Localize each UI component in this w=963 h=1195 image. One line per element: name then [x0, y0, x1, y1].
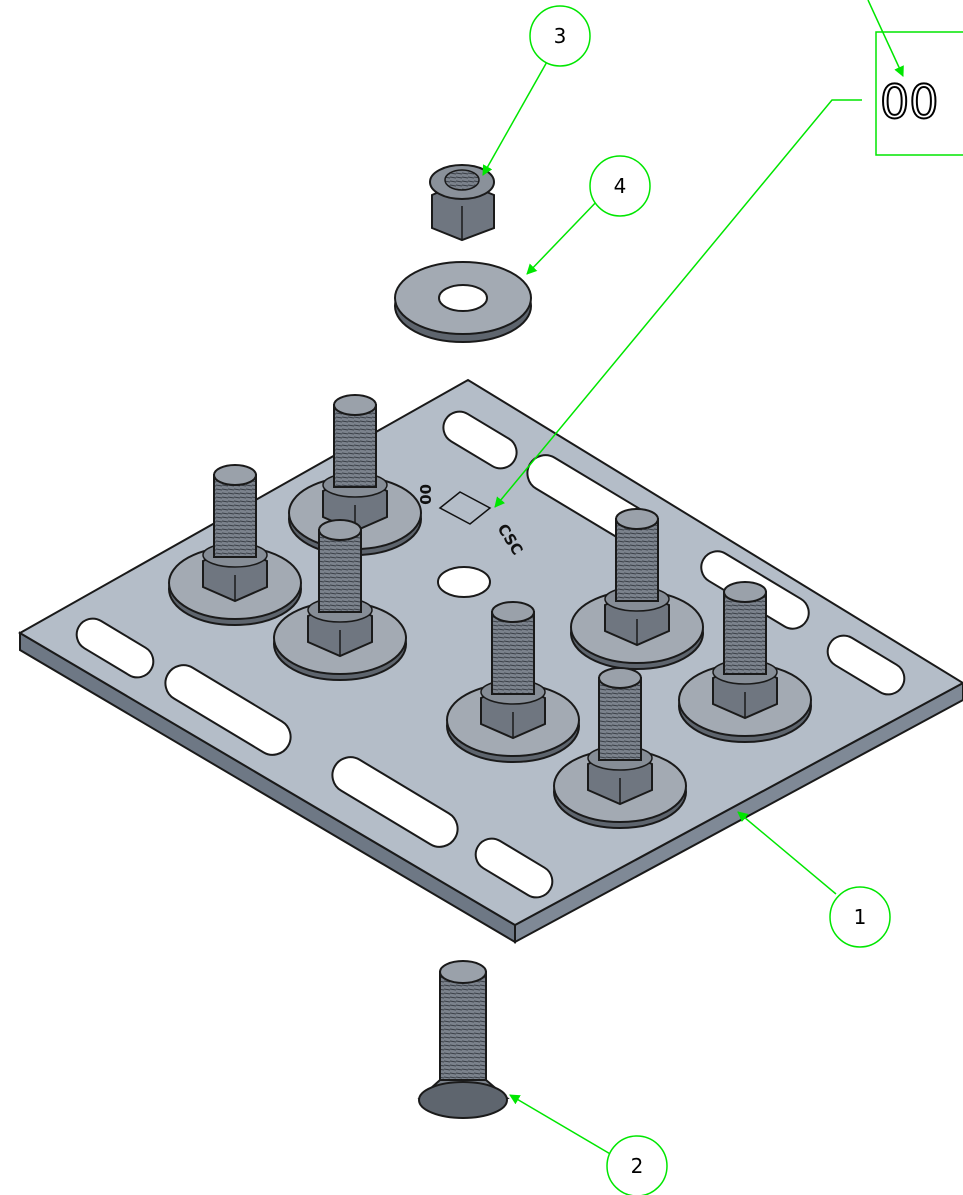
leader-3: [482, 59, 549, 176]
revision-text: 00: [880, 75, 939, 129]
balloon-3-label: 3: [554, 24, 567, 48]
balloon-1-label: 1: [854, 905, 867, 929]
stud-assembly: [678, 581, 812, 743]
balloon-4-label: 4: [614, 174, 627, 198]
stud-assembly: [273, 519, 407, 681]
leader-4: [526, 197, 601, 275]
stud-assembly: [168, 464, 302, 626]
balloon-3: 3: [529, 5, 591, 67]
stud-assemblies: [168, 394, 812, 829]
leader-revision: [867, 0, 904, 77]
marking-left: 00: [416, 484, 434, 505]
leader-marking: [494, 99, 862, 508]
flat-washer: [394, 261, 532, 343]
countersunk-bolt: [417, 960, 510, 1119]
balloon-4: 4: [589, 155, 651, 217]
balloon-2-label: 2: [631, 1154, 644, 1178]
lock-nut: [429, 164, 495, 242]
stud-assembly: [553, 667, 687, 829]
balloon-2: 2: [606, 1135, 668, 1195]
balloon-1: 1: [829, 886, 891, 948]
leader-1: [737, 811, 837, 895]
leader-lines: [482, 0, 904, 1156]
stud-assembly: [446, 601, 580, 763]
stud-assembly: [570, 508, 704, 670]
revision-box: 00: [875, 31, 963, 156]
leader-2: [509, 1094, 613, 1156]
